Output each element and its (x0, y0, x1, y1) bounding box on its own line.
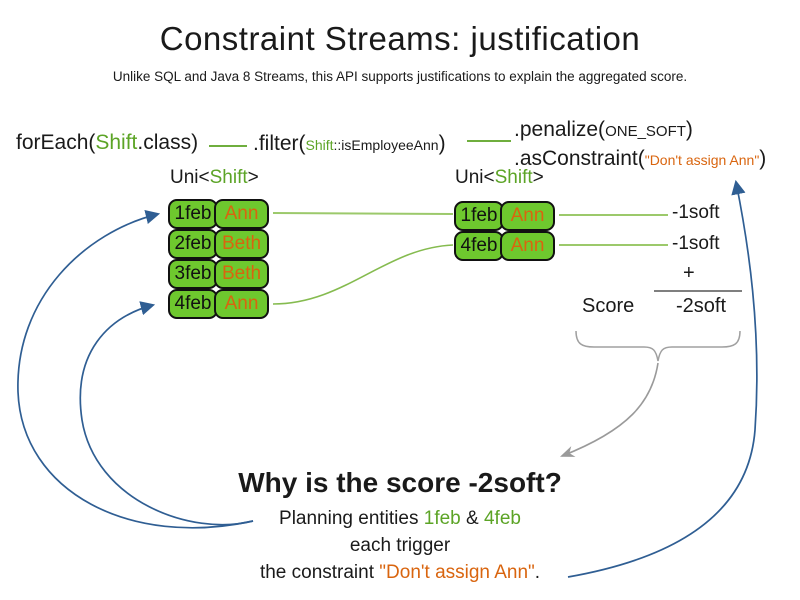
code-penalize-post: ) (685, 118, 693, 141)
stream-line-1feb (272, 212, 454, 215)
justification-entity2: 4feb (483, 508, 521, 529)
score-brace (575, 330, 741, 362)
code-asconstraint: .asConstraint("Don't assign Ann") (514, 145, 766, 174)
score-sum-line (654, 290, 742, 292)
left-stream-header-type: Shift (209, 167, 248, 188)
shift-employee-cell: Ann (214, 289, 269, 319)
code-filter: .filter(Shift::isEmployeeAnn) (253, 132, 446, 156)
score-label: Score (582, 295, 635, 317)
filtered-stream-header-type: Shift (494, 167, 533, 188)
code-foreach-pre: forEach( (16, 131, 96, 154)
justification-line3-post: . (534, 562, 541, 583)
page-title: Constraint Streams: justification (159, 20, 641, 57)
shift-employee-cell: Beth (214, 229, 269, 259)
score-plus-sign: + (683, 262, 695, 284)
shift-employee-cell: Ann (500, 201, 555, 231)
left-stream-header-pre: Uni< (170, 167, 210, 188)
left-stream-header: Uni<Shift> (170, 167, 259, 189)
justification-constraint: "Don't assign Ann" (379, 562, 535, 583)
code-penalize-pre: .penalize( (514, 118, 606, 141)
justification-amp: & (460, 508, 484, 529)
filtered-stream-header-pre: Uni< (455, 167, 495, 188)
code-foreach-post: .class) (137, 131, 199, 154)
score-value: -2soft (676, 295, 727, 317)
justification-line1: Planning entities 1feb & 4feb (0, 508, 800, 530)
shift-date-cell: 1feb (168, 199, 218, 229)
shift-date-cell: 4feb (168, 289, 218, 319)
justification-entity1: 1feb (423, 508, 461, 529)
shift-employee-cell: Beth (214, 259, 269, 289)
justification-line1-pre: Planning entities (279, 508, 424, 529)
shift-employee-cell: Ann (500, 231, 555, 261)
code-filter-post: ) (438, 132, 446, 155)
justification-line3-pre: the constraint (259, 562, 380, 583)
shift-date-cell: 4feb (454, 231, 504, 261)
code-foreach-class: Shift (95, 131, 138, 154)
shift-employee-cell: Ann (214, 199, 269, 229)
score-to-question-arrow (559, 362, 659, 457)
penalty-label-2: -1soft (672, 233, 720, 254)
filtered-stream-header: Uni<Shift> (455, 167, 544, 189)
code-asconstraint-post: ) (759, 147, 767, 170)
code-foreach: forEach(Shift.class) (16, 131, 198, 155)
shift-date-cell: 3feb (168, 259, 218, 289)
code-filter-method: ::isEmployeeAnn (333, 137, 439, 153)
page-subtitle: Unlike SQL and Java 8 Streams, this API … (112, 69, 688, 84)
code-penalize: .penalize(ONE_SOFT) (514, 116, 766, 145)
penalty-label-1: -1soft (672, 202, 720, 223)
shift-date-cell: 1feb (454, 201, 504, 231)
code-penalize-arg: ONE_SOFT (605, 123, 686, 140)
code-penalize-block: .penalize(ONE_SOFT) .asConstraint("Don't… (514, 116, 766, 174)
code-filter-pre: .filter( (253, 132, 306, 155)
left-stream-header-post: > (247, 167, 259, 188)
justification-line2: each trigger (349, 535, 451, 556)
justification-line3: the constraint "Don't assign Ann". (0, 562, 800, 584)
shift-date-cell: 2feb (168, 229, 218, 259)
stream-line-4feb (272, 244, 454, 305)
code-filter-class: Shift (305, 137, 334, 153)
code-asconstraint-string: "Don't assign Ann" (644, 152, 760, 168)
justification-heading: Why is the score -2soft? (238, 467, 562, 498)
code-asconstraint-pre: .asConstraint( (514, 147, 645, 170)
filtered-stream-header-post: > (532, 167, 544, 188)
